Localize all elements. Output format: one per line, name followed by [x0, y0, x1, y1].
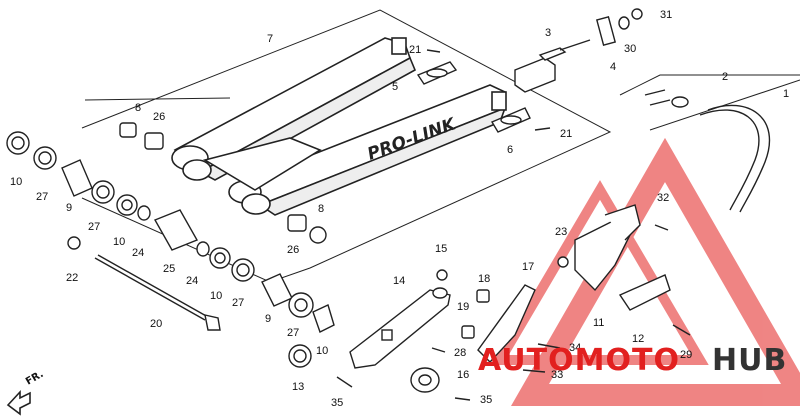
callout-21a: 21 [409, 44, 421, 56]
callout-27a: 27 [36, 191, 48, 203]
callout-26a: 26 [153, 111, 165, 123]
callout-27c: 27 [232, 297, 244, 309]
callout-2: 2 [722, 71, 728, 83]
callout-9a: 9 [66, 202, 72, 214]
callout-26b: 26 [287, 244, 299, 256]
callout-31: 31 [660, 9, 672, 21]
callout-3: 3 [545, 27, 551, 39]
callout-10a: 10 [10, 176, 22, 188]
callout-35a: 35 [331, 397, 343, 409]
callout-30: 30 [624, 43, 636, 55]
callout-28: 28 [454, 347, 466, 359]
callout-20: 20 [150, 318, 162, 330]
watermark-text-dark: HUB [712, 343, 787, 378]
callout-10b: 10 [113, 236, 125, 248]
callout-19: 19 [457, 301, 469, 313]
callout-13: 13 [292, 381, 304, 393]
swingarm [171, 37, 507, 216]
callout-4: 4 [610, 61, 616, 73]
callout-8a: 8 [135, 102, 141, 114]
callout-5: 5 [392, 81, 398, 93]
callout-8b: 8 [318, 203, 324, 215]
callout-11: 11 [593, 317, 604, 329]
callout-9b: 9 [265, 313, 271, 325]
chain-guide [436, 204, 671, 364]
callout-34: 34 [569, 342, 581, 354]
drive-chain [644, 89, 771, 213]
callout-33: 33 [551, 369, 563, 381]
bolts [336, 49, 691, 401]
callout-21b: 21 [560, 128, 572, 140]
callout-32: 32 [657, 192, 669, 204]
chain-group-frame [84, 74, 800, 131]
callout-24a: 24 [132, 247, 144, 259]
callout-1: 1 [783, 88, 789, 100]
callout-16: 16 [457, 369, 469, 381]
callout-6: 6 [507, 144, 513, 156]
callout-7: 7 [267, 33, 273, 45]
chain-slider [349, 287, 451, 393]
direction-label: FR. [24, 369, 46, 388]
chain-adjusters [416, 61, 531, 133]
front-direction-arrow [6, 389, 31, 416]
callout-15: 15 [435, 243, 447, 255]
callout-18: 18 [478, 273, 490, 285]
chain-slider-upper [514, 8, 643, 93]
callout-27d: 27 [287, 327, 299, 339]
callout-22: 22 [66, 272, 78, 284]
callout-10d: 10 [316, 345, 328, 357]
callout-25: 25 [163, 263, 175, 275]
pivot-parts [6, 122, 335, 368]
callout-35b: 35 [480, 394, 492, 406]
watermark-text-red: AUTOMOTO [478, 343, 680, 378]
callout-29: 29 [680, 349, 692, 361]
callout-10c: 10 [210, 290, 222, 302]
callout-12: 12 [632, 333, 644, 345]
pivot-bolt [94, 254, 221, 331]
callout-17: 17 [522, 261, 534, 273]
callout-27b: 27 [88, 221, 100, 233]
callout-23: 23 [555, 226, 567, 238]
callout-24b: 24 [186, 275, 198, 287]
callout-labels: 1 2 3 4 5 6 7 8 8 9 9 10 10 10 10 11 12 … [10, 9, 789, 409]
callout-14: 14 [393, 275, 405, 287]
